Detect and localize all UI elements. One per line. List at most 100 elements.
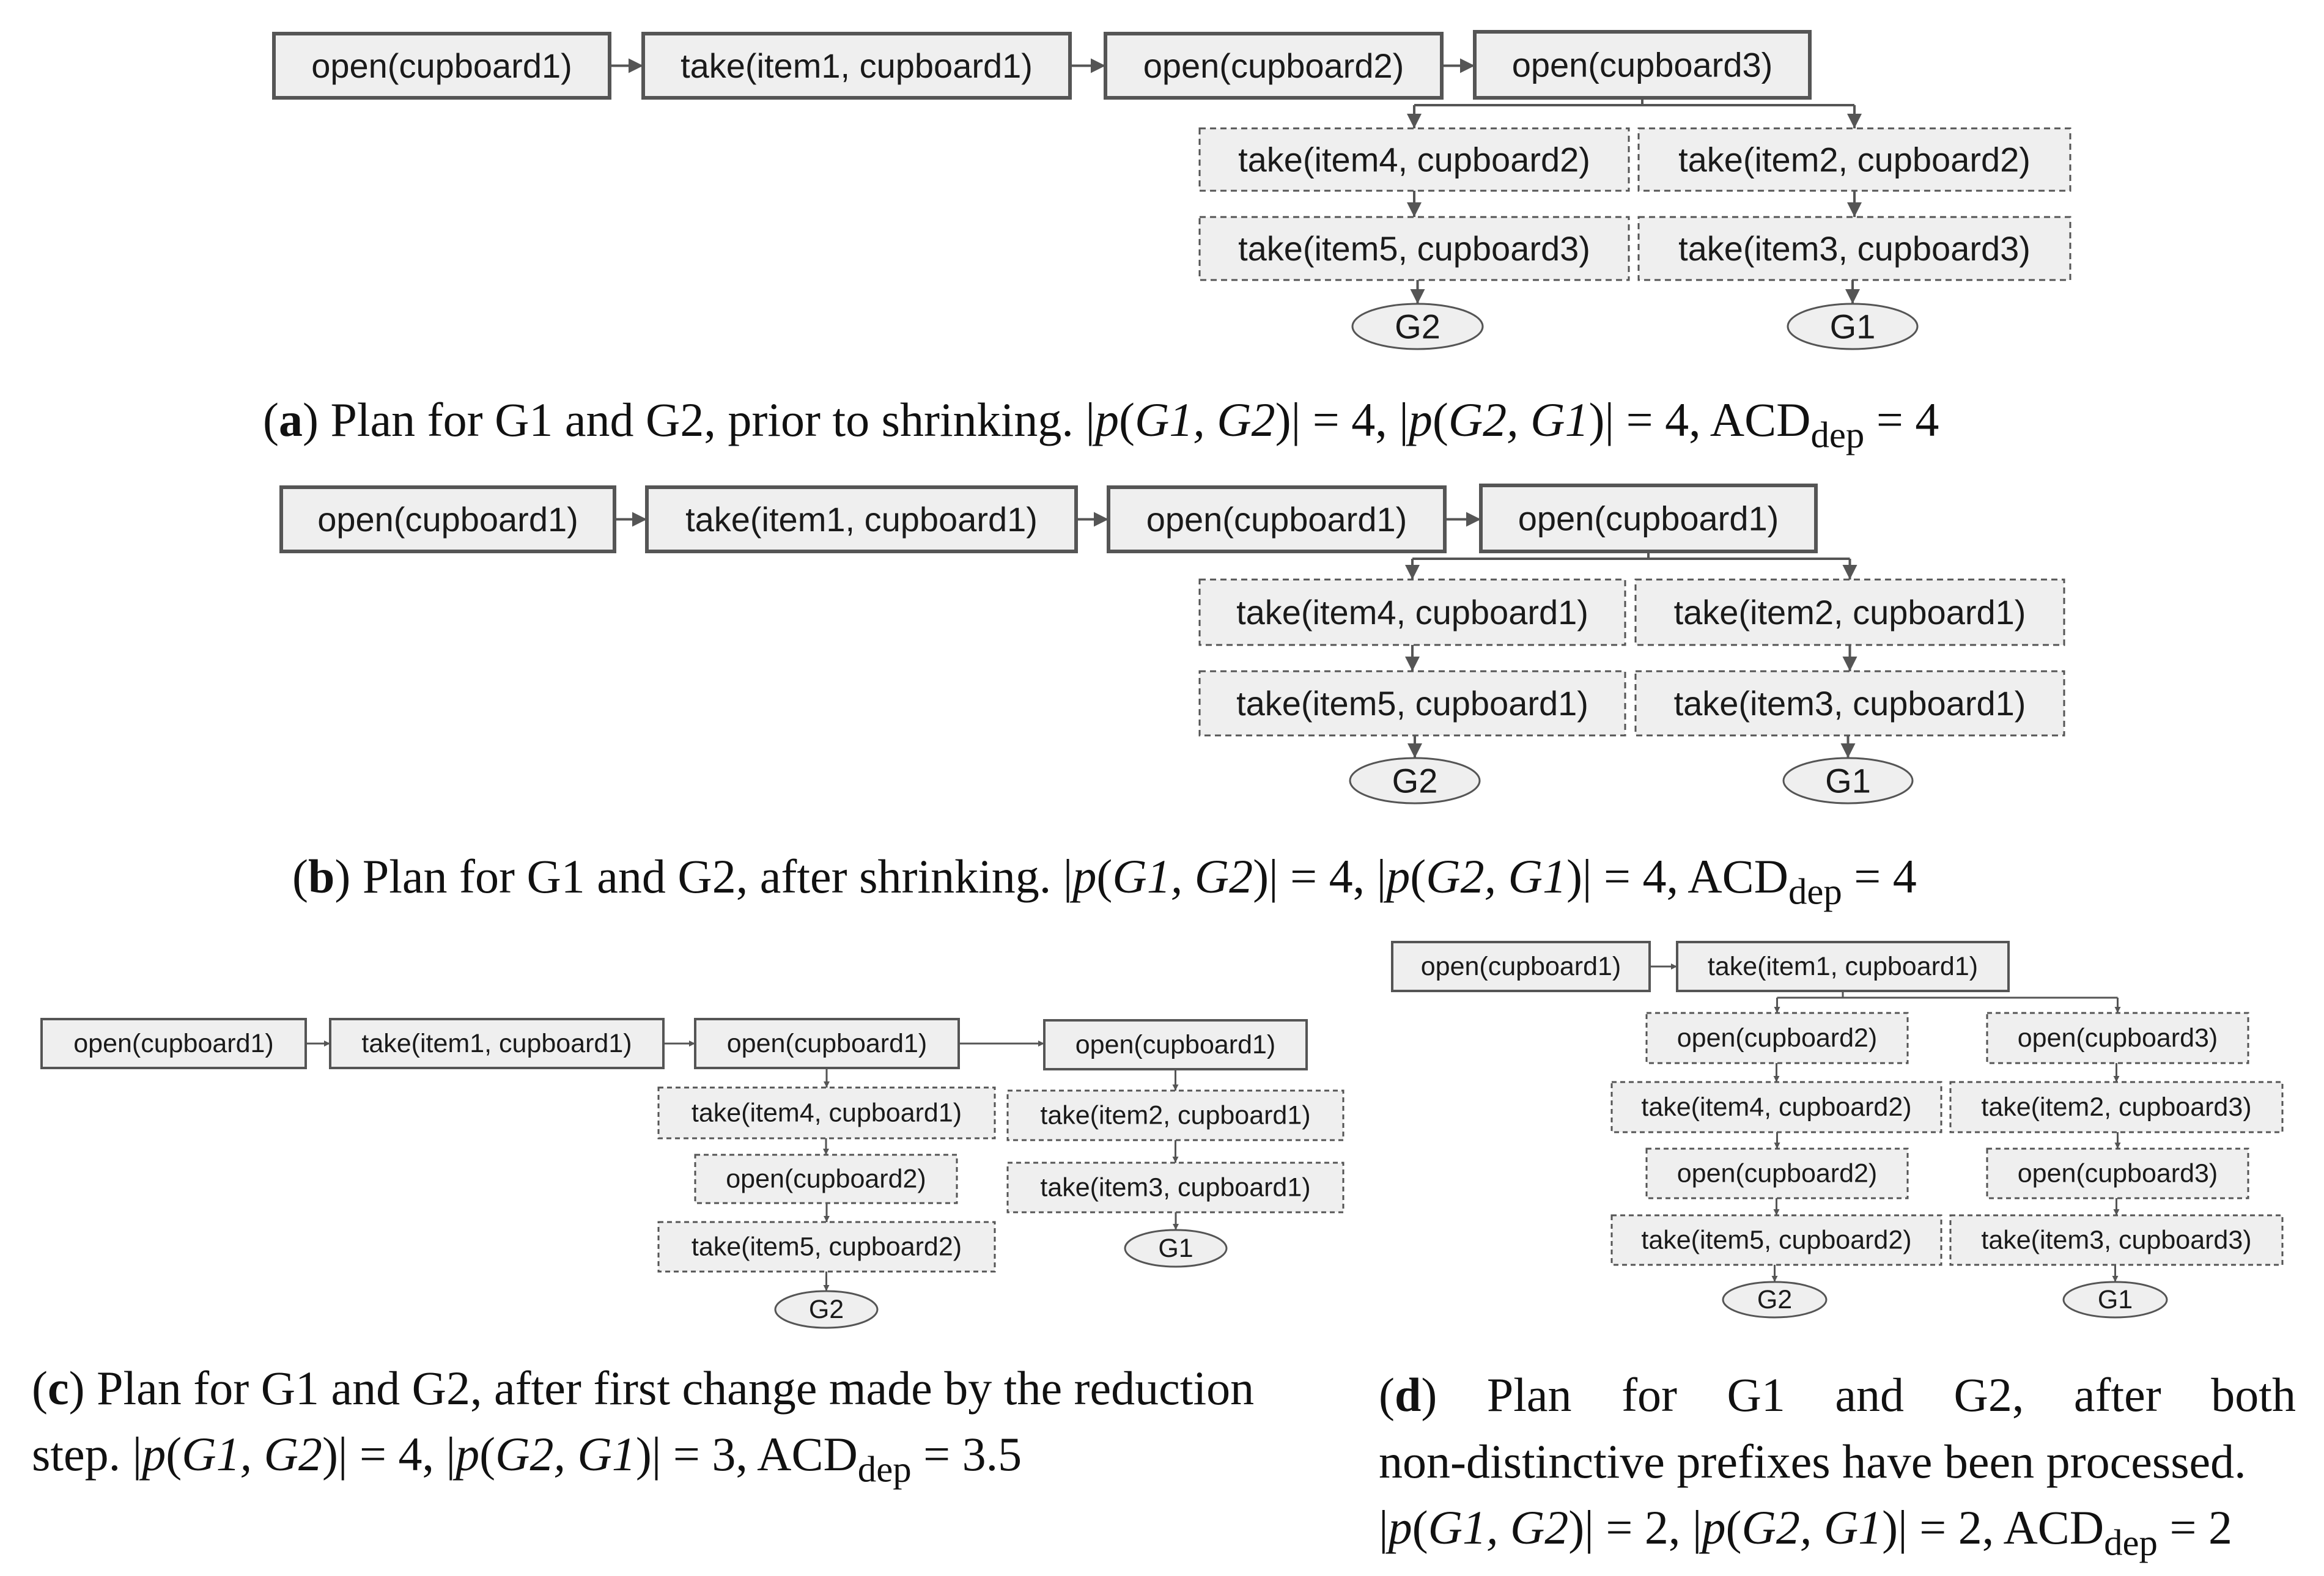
math-dep: dep <box>857 1449 912 1490</box>
action-node: take(item2, cupboard2) <box>1637 127 2071 192</box>
caption-letter: a <box>278 393 303 446</box>
goal-label: G1 <box>1830 307 1876 346</box>
action-label: open(cupboard1) <box>1421 952 1621 981</box>
math-p: p <box>1386 850 1411 903</box>
math-p: p <box>1072 850 1097 903</box>
math-p: p <box>1094 393 1119 446</box>
action-box <box>40 1018 307 1069</box>
caption-b: (b) Plan for G1 and G2, after shrinking.… <box>292 850 1917 913</box>
action-box <box>329 1018 665 1069</box>
math-value: 4 <box>1892 850 1917 903</box>
caption-letter: c <box>47 1361 69 1415</box>
math-dep: dep <box>1788 871 1842 913</box>
action-box-dashed <box>1637 127 2071 192</box>
goal-label: G1 <box>2098 1285 2133 1314</box>
action-label: take(item2, cupboard2) <box>1678 141 2031 179</box>
action-node: open(cupboard1) <box>1043 1019 1308 1070</box>
action-box <box>694 1018 960 1069</box>
goal-node: G2 <box>774 1290 879 1329</box>
goal-node: G2 <box>1722 1281 1828 1319</box>
action-label: take(item1, cupboard1) <box>681 46 1033 85</box>
action-node: open(cupboard2) <box>1645 1147 1909 1199</box>
action-label: open(cupboard1) <box>73 1029 274 1058</box>
action-box-dashed <box>1634 578 2065 646</box>
goal-node: G2 <box>1351 303 1484 350</box>
math-args: G1, G2 <box>1134 393 1275 446</box>
action-node: take(item2, cupboard3) <box>1949 1081 2284 1133</box>
action-node: take(item5, cupboard3) <box>1198 216 1630 281</box>
action-node: open(cupboard1) <box>694 1018 960 1069</box>
math-value: 2 <box>1644 1501 1669 1554</box>
action-node: take(item5, cupboard1) <box>1198 670 1626 737</box>
action-node: take(item2, cupboard1) <box>1634 578 2065 646</box>
action-box <box>1676 941 2010 992</box>
action-box <box>1391 941 1651 992</box>
goal-label: G2 <box>1392 762 1438 800</box>
action-box-dashed <box>694 1154 958 1204</box>
math-value: 4 <box>1351 393 1376 446</box>
action-box-dashed <box>1006 1089 1345 1141</box>
action-node: open(cupboard2) <box>1104 32 1444 100</box>
math-p: p <box>142 1427 166 1481</box>
action-box-dashed <box>1645 1012 1909 1064</box>
math-args: G1, G2 <box>1428 1501 1569 1554</box>
action-node: take(item4, cupboard1) <box>1198 578 1626 646</box>
caption-d-line2: non-distinctive prefixes have been proce… <box>1379 1438 2246 1486</box>
action-label: take(item3, cupboard1) <box>1674 684 2026 723</box>
action-node: take(item5, cupboard2) <box>657 1221 996 1273</box>
math-value: 4 <box>1329 850 1353 903</box>
action-node: take(item4, cupboard2) <box>1610 1081 1942 1133</box>
caption-c-line2: step. |p(G1, G2)| = 4, |p(G2, G1)| = 3, … <box>32 1427 1022 1490</box>
caption-word: G1 <box>1727 1368 1785 1421</box>
math-acd: ACD <box>757 1427 858 1481</box>
action-node: open(cupboard1) <box>279 485 616 553</box>
math-acd: ACD <box>1688 850 1788 903</box>
caption-a: (a) Plan for G1 and G2, prior to shrinki… <box>263 393 1939 456</box>
action-label: take(item1, cupboard1) <box>685 500 1038 539</box>
math-p: p <box>1702 1501 1726 1554</box>
action-label: take(item3, cupboard3) <box>1981 1226 2251 1255</box>
action-label: take(item2, cupboard3) <box>1981 1092 2251 1122</box>
action-label: take(item1, cupboard1) <box>1708 952 1978 981</box>
action-node: take(item1, cupboard1) <box>645 485 1078 553</box>
action-label: open(cupboard1) <box>1518 499 1779 538</box>
action-node: open(cupboard2) <box>694 1154 958 1204</box>
action-node: open(cupboard1) <box>1107 485 1447 553</box>
action-label: take(item3, cupboard1) <box>1040 1173 1310 1202</box>
action-node: take(item1, cupboard1) <box>641 32 1072 100</box>
action-box <box>641 32 1072 100</box>
math-value: 4 <box>1915 393 1939 446</box>
action-box-dashed <box>1949 1081 2284 1133</box>
action-label: open(cupboard1) <box>1146 500 1407 539</box>
action-box-dashed <box>1637 216 2071 281</box>
math-args: G2, G1 <box>1448 393 1589 446</box>
action-label: open(cupboard3) <box>1512 46 1773 84</box>
goal-ellipse <box>2062 1281 2168 1319</box>
caption-text: step. <box>32 1427 121 1481</box>
action-box <box>1479 484 1818 553</box>
math-value: 4 <box>1642 850 1667 903</box>
action-node: open(cupboard3) <box>1473 30 1812 100</box>
action-node: take(item2, cupboard1) <box>1006 1089 1345 1141</box>
action-box-dashed <box>657 1221 996 1273</box>
action-node: take(item3, cupboard1) <box>1006 1162 1345 1213</box>
action-box-dashed <box>1198 216 1630 281</box>
action-node: open(cupboard1) <box>1391 941 1651 992</box>
math-value: 3 <box>712 1427 736 1481</box>
action-label: take(item1, cupboard1) <box>361 1029 632 1058</box>
action-node: take(item3, cupboard3) <box>1637 216 2071 281</box>
goal-node: G1 <box>1782 757 1914 805</box>
action-label: open(cupboard1) <box>727 1029 928 1058</box>
math-value: 2 <box>1958 1501 1982 1554</box>
action-node: take(item4, cupboard2) <box>1198 127 1630 192</box>
action-label: take(item5, cupboard2) <box>692 1232 962 1262</box>
action-node: take(item1, cupboard1) <box>1676 941 2010 992</box>
action-box <box>272 32 611 100</box>
goal-label: G1 <box>1825 762 1871 800</box>
math-dep: dep <box>2104 1522 2158 1564</box>
caption-text: non-distinctive prefixes have been proce… <box>1379 1435 2246 1488</box>
action-node: take(item4, cupboard1) <box>657 1086 996 1140</box>
action-label: open(cupboard1) <box>1075 1030 1276 1059</box>
goal-ellipse <box>1787 303 1919 350</box>
